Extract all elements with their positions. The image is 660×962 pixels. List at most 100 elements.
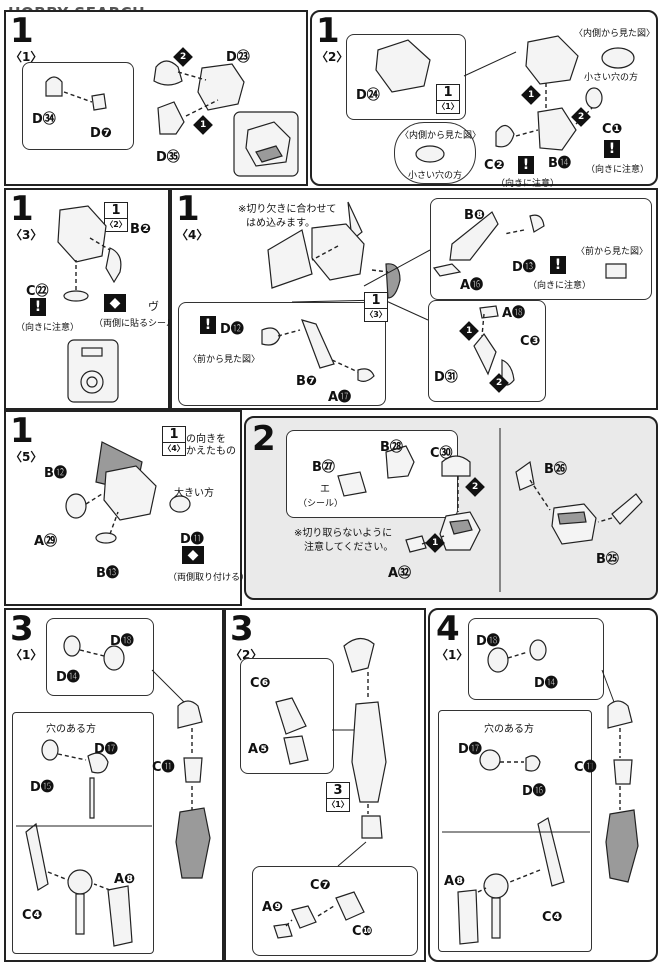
part-label-c11: C⓫: [574, 760, 597, 775]
panel-step-1-5: 1 〈5〉 1 〈4〉 の向きを かえたもの 大きい方 B⓬ A㉙ B⓭ D⓫ …: [4, 410, 249, 606]
part-label-c3: C❸: [520, 334, 541, 349]
part-label-d13: D⓭: [512, 260, 536, 275]
warning-icon-d12: !: [200, 316, 216, 334]
panel-step-3-2: 3 〈2〉 3 〈1〉 C❻ A❺ C❼ A❾ C❿: [224, 608, 426, 962]
part-label-c6: C❻: [250, 676, 271, 691]
reference-box: 1 〈1〉: [436, 84, 460, 114]
part-label-a18: A⓲: [502, 306, 526, 321]
part-label-d17: D⓱: [458, 742, 482, 757]
detail-box-bottom: [252, 866, 418, 956]
substep-label: 〈2〉: [316, 50, 349, 64]
part-label-d16: D⓰: [522, 784, 546, 799]
assembly-illustration: [442, 639, 639, 945]
reference-box: 3 〈1〉: [326, 782, 350, 812]
part-label-a9: A❾: [262, 900, 284, 915]
substep-label: 〈5〉: [10, 450, 43, 464]
hole-side-label: 穴のある方: [484, 724, 534, 735]
part-label-b14: B⓮: [548, 156, 571, 171]
assembly-illustration: [337, 428, 643, 592]
direction-note-c1: （向きに注意）: [586, 165, 650, 175]
part-label-b7: B❼: [296, 374, 317, 389]
part-label-a29: A㉙: [34, 534, 58, 549]
part-label-c22: C㉒: [26, 284, 49, 299]
step-number: 1: [176, 189, 200, 229]
panel-step-4-1: 4 〈1〉 D⓲ D⓮ C⓫ 穴のある方 D⓱ D⓰ A❽ C❹: [428, 608, 658, 962]
part-label-b27: B㉗: [312, 460, 335, 475]
part-label-d15: D⓯: [30, 780, 54, 795]
part-label-d14: D⓮: [534, 676, 558, 691]
cut-note-line2: 注意してください。: [304, 542, 394, 553]
substep-label: 〈1〉: [10, 50, 43, 64]
part-label-a8: A❽: [114, 872, 136, 887]
step-number: 4: [436, 609, 460, 649]
warning-icon: !: [30, 298, 46, 316]
part-label-c1: C❶: [602, 122, 623, 137]
panel-step-3-1: 3 〈1〉 D⓲ D⓮ C⓫ 穴のある方 D⓱ D⓯ A❽ C❹: [4, 608, 224, 962]
step-number: 1: [10, 189, 34, 229]
part-label-c10: C❿: [352, 924, 373, 939]
substep-label: 〈1〉: [436, 648, 469, 662]
detail-box-top: [46, 618, 154, 696]
part-label-b13: B⓭: [96, 566, 119, 581]
inner-view-label-left: 〈内側から見た図〉: [400, 131, 482, 141]
inner-view-label-top: 〈内側から見た図〉: [574, 29, 656, 39]
step-number: 3: [10, 609, 34, 649]
cut-note-line1: ※切り取らないように: [294, 528, 393, 539]
part-label-a16: A⓰: [460, 278, 484, 293]
panel-step-1-2: 1 〈2〉 1 〈1〉 〈内側から見た図〉 小さい穴の方 〈内側から見た図〉 小…: [310, 10, 658, 189]
part-label-b25: B㉕: [596, 552, 619, 567]
front-view-label-top: 〈前から見た図〉: [576, 247, 649, 257]
front-view-label-bottom: 〈前から見た図〉: [188, 355, 261, 365]
part-label-a5: A❺: [248, 742, 270, 757]
reference-box: 1 〈4〉: [162, 426, 186, 456]
big-side-label: 大きい方: [174, 488, 214, 499]
part-label-b2: B❷: [130, 222, 151, 237]
assembly-illustration: [57, 205, 122, 403]
step-number: 2: [252, 419, 276, 459]
part-label-d24: D㉔: [356, 88, 380, 103]
detail-box-left: [286, 430, 458, 518]
direction-note: （向きに注意）: [16, 323, 80, 333]
detail-box: [22, 62, 134, 150]
part-label-a17: A⓱: [328, 390, 352, 405]
sticker-icon: ◆: [104, 294, 126, 312]
part-label-d31: D㉛: [434, 370, 458, 385]
part-label-a8: A❽: [444, 874, 466, 889]
direction-note: （向きに注意）: [528, 281, 592, 291]
sticker-note: （両側に貼るシール）: [94, 319, 185, 329]
assembly-illustration: [65, 441, 191, 544]
assembly-illustration: [273, 637, 387, 939]
part-label-c4: C❹: [542, 910, 563, 925]
part-label-c2: C❷: [484, 158, 505, 173]
direction-note-c2: （向きに注意）: [496, 179, 560, 189]
step-number: 1: [316, 11, 340, 51]
part-label-b28: B㉘: [380, 440, 403, 455]
notch-note-line2: はめ込みます。: [246, 218, 315, 229]
inner-view-box-left: [394, 122, 476, 184]
part-label-c7: C❼: [310, 878, 331, 893]
part-label-b8: B❽: [464, 208, 485, 223]
panel-step-2: 2 B㉘ B㉗ エ （シール） C㉚ 2 1 ※切り取らないように 注意してくだ…: [244, 416, 658, 600]
part-label-d11: D⓫: [180, 532, 204, 547]
warning-icon-c1: !: [604, 140, 620, 158]
sticker-mark: ヴ: [148, 300, 159, 313]
both-sides-note: （両側取り付ける）: [168, 573, 250, 583]
part-label-d18: D⓲: [110, 634, 134, 649]
part-label-d14: D⓮: [56, 670, 80, 685]
ref-text-line2: かえたもの: [186, 446, 236, 457]
part-label-d18: D⓲: [476, 634, 500, 649]
panel-step-1-1: 1 〈1〉 2 1 D㉓ D㉞ D❼ D㉟: [4, 10, 308, 186]
reference-box: 1 〈3〉: [364, 292, 388, 322]
assembly-illustration: [45, 60, 299, 177]
substep-label: 〈3〉: [10, 228, 43, 242]
part-label-d34: D㉞: [32, 112, 56, 127]
reference-box: 1 〈2〉: [104, 202, 128, 232]
part-label-c30: C㉚: [430, 446, 453, 461]
substep-label: 〈4〉: [176, 228, 209, 242]
part-label-d17: D⓱: [94, 742, 118, 757]
part-label-a32: A㉜: [388, 566, 412, 581]
part-label-c11: C⓫: [152, 760, 175, 775]
part-label-d23: D㉓: [226, 50, 250, 65]
step-number: 1: [10, 411, 34, 451]
hole-side-label: 穴のある方: [46, 724, 96, 735]
